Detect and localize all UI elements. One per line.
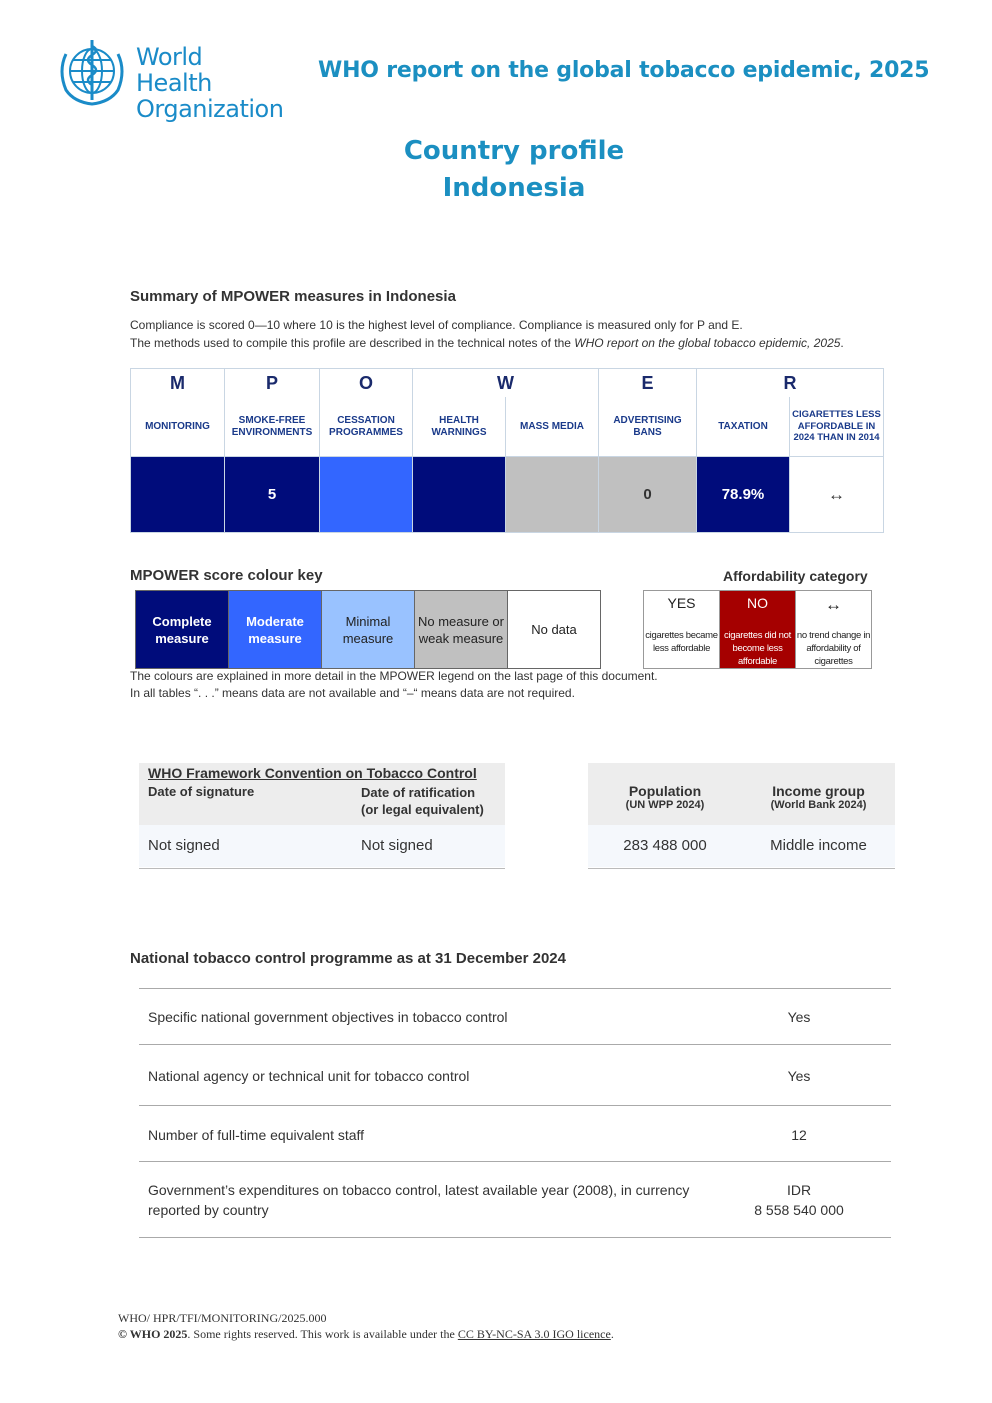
mpower-letter-o: O [319,368,413,397]
copyright-line: © WHO 2025. Some rights reserved. This w… [118,1327,614,1341]
score-taxation: 78.9% [696,456,790,533]
document-code: WHO/ HPR/TFI/MONITORING/2025.000 [118,1311,327,1325]
afford-yes: YES cigarettes became less affordable [643,590,720,669]
programme-row-label: Specific national government objectives … [148,1009,508,1025]
who-logo: World Health Organization [52,34,284,122]
score-mass-media [505,456,599,533]
who-emblem-icon [60,40,124,106]
mpower-letter-w: W [412,368,599,397]
programme-row: Government’s expenditures on tobacco con… [139,1161,891,1238]
population-value: 283 488 000 [623,837,707,854]
programme-row: Number of full-time equivalent staff 12 [139,1105,891,1162]
affordability-heading: Affordability category [723,568,868,584]
colour-key-table: Complete measure Moderate measure Minima… [135,590,601,669]
population-block: Population (UN WPP 2024) Income group (W… [588,763,895,869]
programme-row-value: 12 [791,1127,807,1143]
licence-link[interactable]: CC BY-NC-SA 3.0 IGO licence [457,1327,611,1341]
label-taxation: TAXATION [696,397,790,457]
summary-heading: Summary of MPOWER measures in Indonesia [130,288,456,305]
label-mass-media: MASS MEDIA [505,397,599,457]
score-cessation [319,456,413,533]
score-smoke-free: 5 [224,456,320,533]
key-no-data: No data [507,590,601,669]
programme-row: National agency or technical unit for to… [139,1044,891,1106]
colour-key-notes: The colours are explained in more detail… [130,669,658,700]
afford-no: NO cigarettes did not become less afford… [719,590,796,669]
mpower-letter-r: R [696,368,884,397]
label-advertising-bans: ADVERTISING BANS [598,397,697,457]
country-name: Indonesia [442,173,586,203]
fctc-ratification-value: Not signed [361,837,433,854]
who-logo-text: World Health Organization [136,43,284,123]
key-no-measure: No measure or weak measure [414,590,508,669]
colour-key-heading: MPOWER score colour key [130,567,323,584]
income-group-value: Middle income [770,837,867,854]
mpower-letter-e: E [598,368,697,397]
report-title: WHO report on the global tobacco epidemi… [318,58,930,83]
mpower-letter-p: P [224,368,320,397]
mpower-letter-m: M [130,368,225,397]
mpower-table: M P O W E R MONITORING SMOKE-FREE ENVIRO… [130,368,884,533]
label-monitoring: MONITORING [130,397,225,457]
label-health-warnings: HEALTH WARNINGS [412,397,506,457]
fctc-block: WHO Framework Convention on Tobacco Cont… [139,763,505,869]
afford-no-change: ↔ no trend change in affordability of ci… [795,590,872,669]
fctc-signature-value: Not signed [148,837,220,854]
programme-row-value: Yes [787,1068,811,1084]
fctc-title: WHO Framework Convention on Tobacco Cont… [148,765,477,781]
affordability-key-table: YES cigarettes became less affordable NO… [643,590,872,669]
score-health-warnings [412,456,506,533]
profile-title: Country profile Indonesia [0,133,992,207]
population-header: Population (UN WPP 2024) [625,783,705,811]
programme-row: Specific national government objectives … [139,988,891,1045]
fctc-signature-header: Date of signature [148,784,255,799]
programme-row-value: Yes [787,1009,811,1025]
key-complete: Complete measure [135,590,229,669]
score-advertising-bans: 0 [598,456,697,533]
fctc-ratification-header: Date of ratification (or legal equivalen… [361,785,484,817]
programme-heading: National tobacco control programme as at… [130,950,566,967]
label-smoke-free: SMOKE-FREE ENVIRONMENTS [224,397,320,457]
programme-row-label: National agency or technical unit for to… [148,1068,470,1084]
score-monitoring [130,456,225,533]
label-affordability: CIGARETTES LESS AFFORDABLE IN 2024 THAN … [789,397,884,457]
summary-note: Compliance is scored 0—10 where 10 is th… [130,318,844,350]
score-affordability: ↔ [789,456,884,533]
income-group-header: Income group (World Bank 2024) [770,783,867,811]
key-moderate: Moderate measure [228,590,322,669]
programme-row-label: Government’s expenditures on tobacco con… [148,1182,690,1218]
programme-row-label: Number of full-time equivalent staff [148,1127,365,1143]
label-cessation: CESSATION PROGRAMMES [319,397,413,457]
programme-row-value: IDR 8 558 540 000 [754,1182,844,1218]
key-minimal: Minimal measure [321,590,415,669]
